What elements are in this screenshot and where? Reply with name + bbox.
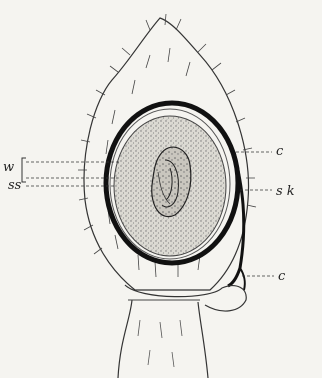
label-w: w <box>3 161 14 174</box>
label-c-lower: c <box>278 270 285 283</box>
stalk <box>118 300 208 378</box>
label-ss: ss <box>8 179 21 192</box>
base-lobe <box>125 285 246 311</box>
label-sk: s k <box>276 185 295 198</box>
label-c-upper: c <box>276 145 283 158</box>
